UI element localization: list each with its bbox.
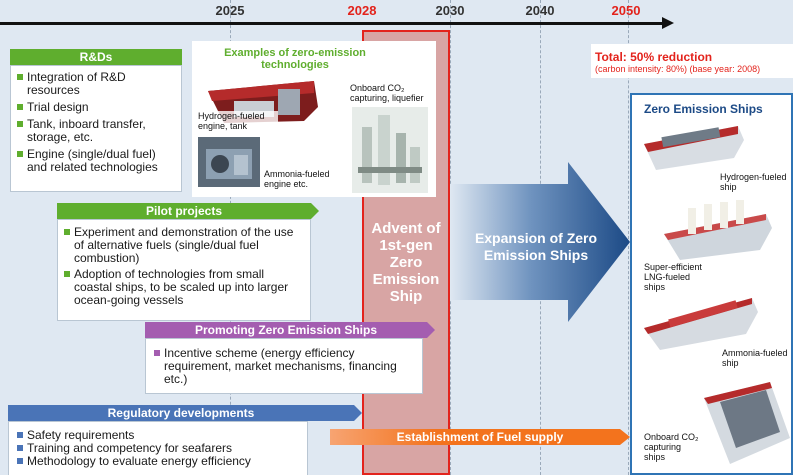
fuel-supply-text: Establishment of Fuel supply [396,430,564,444]
expansion-arrow [450,162,630,322]
rnd-item: Trial design [17,101,175,114]
zes-title: Zero Emission Ships [644,102,763,116]
hydrogen-ship-icon [644,126,744,170]
rnd-header: R&Ds [10,49,182,65]
ammonia-engine-image [198,137,260,187]
regulatory-header-bar [8,405,362,421]
zes-ship-label: Hydrogen-fueled ship [720,172,787,192]
regulatory-item: Training and competency for seafarers [17,442,299,455]
pilot-header: Pilot projects [145,204,222,218]
regulatory-box: Safety requirements Training and compete… [8,421,308,475]
zes-ship-label: Ammonia-fueled ship [722,348,788,368]
regulatory-header: Regulatory developments [107,406,255,420]
target-box: Total: 50% reduction (carbon intensity: … [591,44,793,78]
co2-capture-label: Onboard CO₂ capturing, liquefier [350,83,424,103]
zes-ship-label: Onboard CO₂ capturing ships [644,432,699,462]
promoting-box: Incentive scheme (energy efficiency requ… [145,338,423,394]
hydrogen-engine-label: Hydrogen-fueled engine, tank [198,111,278,131]
target-title: Total: 50% reduction [595,50,713,64]
ammonia-engine-label: Ammonia-fueled engine etc. [264,169,330,189]
pilot-header-bar [57,203,319,219]
rnd-box: Integration of R&D resources Trial desig… [10,65,182,192]
year-2028: 2028 [347,3,377,18]
year-2050: 2050 [611,3,641,18]
pilot-item: Adoption of technologies from small coas… [64,268,304,307]
rnd-item: Engine (single/dual fuel) and related te… [17,148,175,174]
year-2025: 2025 [215,3,245,18]
target-subtitle: (carbon intensity: 80%) (base year: 2008… [595,64,761,74]
promoting-header-bar [145,322,435,338]
co2-capture-image [352,107,428,193]
promoting-header: Promoting Zero Emission Ships [194,323,378,337]
examples-title: Examples of zero-emission technologies [224,47,366,71]
rnd-item: Integration of R&D resources [17,71,175,97]
timeline-arrowhead [662,17,674,29]
promoting-item: Incentive scheme (energy efficiency requ… [154,347,414,386]
gridline-2050 [628,0,630,475]
lng-ship-icon [664,200,772,260]
pilot-box: Experiment and demonstration of the use … [57,219,311,321]
examples-box: Examples of zero-emission technologies H… [192,41,436,197]
timeline-axis [0,22,665,25]
expansion-text: Expansion of Zero Emission Ships [474,230,598,263]
year-2040: 2040 [525,3,555,18]
rnd-item: Tank, inboard transfer, storage, etc. [17,118,175,144]
regulatory-item: Methodology to evaluate energy efficienc… [17,455,299,468]
fuel-supply-bar [330,429,630,445]
ammonia-ship-icon [644,298,758,350]
advent-text: Advent of 1st-gen Zero Emission Ship [371,220,441,305]
year-2030: 2030 [435,3,465,18]
co2-ship-icon [704,382,790,464]
regulatory-item: Safety requirements [17,429,299,442]
zes-ship-label: Super-efficient LNG-fueled ships [644,262,702,292]
pilot-item: Experiment and demonstration of the use … [64,226,304,265]
